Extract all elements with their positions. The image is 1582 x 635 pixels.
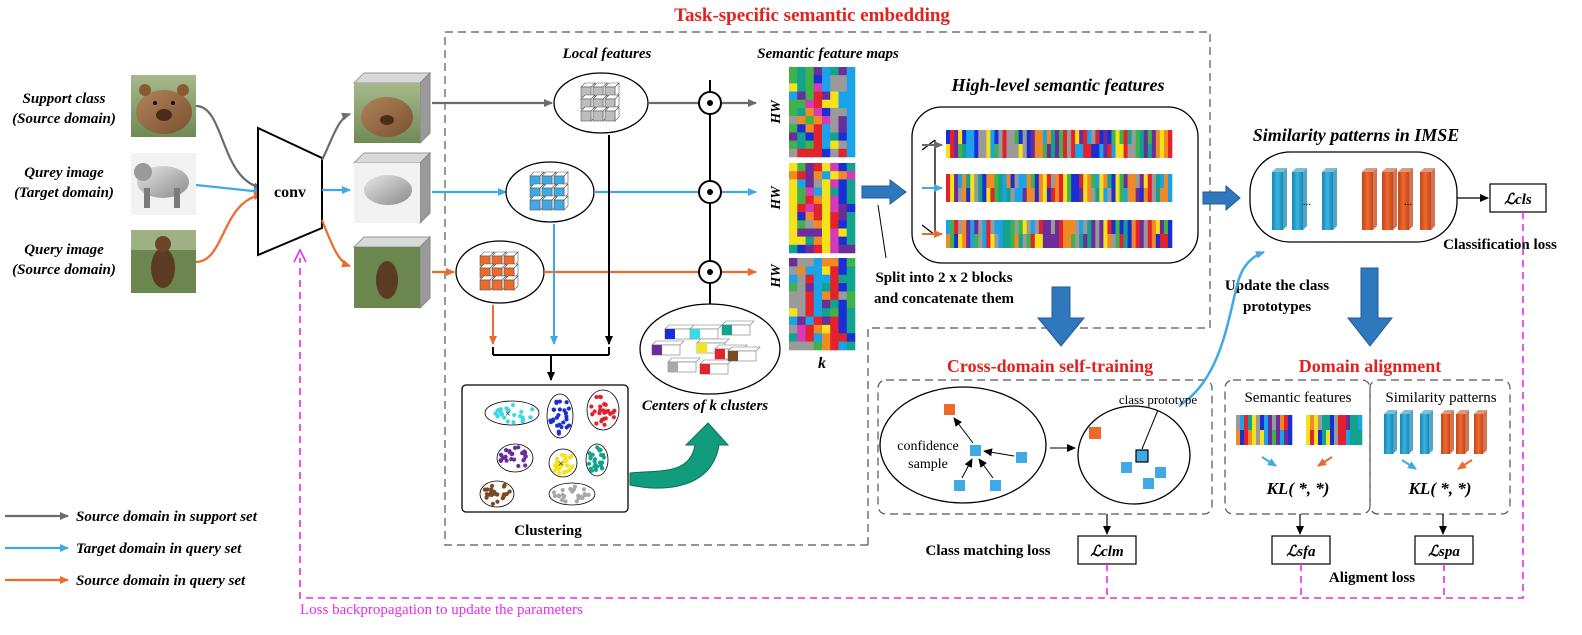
- semantic-maps-title: Semantic feature maps: [757, 46, 899, 62]
- alignment-frames: [1224, 379, 1511, 515]
- svg-text:Support class: Support class: [23, 91, 106, 107]
- teal-curved-arrow: [629, 422, 730, 489]
- clustering-box: ××: [461, 384, 629, 513]
- split-pointer-line: [877, 204, 887, 259]
- high-level-box: [911, 106, 1199, 264]
- self-training-frame: [867, 327, 1213, 545]
- legend-item-source-query: Source domain in query set: [5, 573, 246, 589]
- conv-block: conv: [257, 126, 323, 257]
- centers-label: Centers of k clusters: [642, 398, 768, 414]
- query-target-image: [131, 153, 196, 215]
- conv-label: conv: [274, 184, 306, 201]
- legend-item-target: Target domain in query set: [5, 541, 242, 557]
- embedding-frame: [444, 31, 1211, 546]
- main-title: Task-specific semantic embedding: [674, 5, 950, 26]
- similarity-title: Similarity patterns in IMSE: [1253, 125, 1460, 145]
- operator-column: [698, 80, 722, 304]
- class-prototype-label: class prototype: [1119, 392, 1198, 407]
- loss-spa-box: ℒspa: [1414, 535, 1474, 565]
- svg-text:Source domain in support set: Source domain in support set: [76, 509, 258, 525]
- classification-loss-label: Classification loss: [1443, 237, 1557, 253]
- svg-text:×: ×: [505, 409, 511, 420]
- loss-clm-box: ℒclm: [1077, 535, 1137, 565]
- support-bear-image: [131, 75, 196, 137]
- svg-text:prototypes: prototypes: [1243, 299, 1311, 315]
- clustering-label: Clustering: [514, 523, 582, 539]
- svg-text:sample: sample: [908, 457, 948, 472]
- svg-text:Query image: Query image: [24, 242, 104, 258]
- confidence-label: confidence sample: [897, 439, 958, 472]
- input-label-query-source: Query image (Source domain): [12, 242, 116, 278]
- class-matching-loss-label: Class matching loss: [925, 543, 1050, 559]
- svg-text:ℒcls: ℒcls: [1504, 192, 1532, 208]
- backprop-label: Loss backpropagation to update the param…: [300, 602, 583, 618]
- kl-similarity: KL( *, *): [1408, 479, 1472, 498]
- svg-text:Qurey image: Qurey image: [24, 165, 104, 181]
- block-arrow-to-high-level: [861, 179, 907, 205]
- svg-text:and concatenate them: and concatenate them: [874, 291, 1014, 307]
- alignment-semantic-strips: [1236, 415, 1363, 445]
- backprop-path: [293, 212, 1524, 599]
- local-feature-query-source: [455, 240, 545, 304]
- similarity-box: ... ...: [1249, 151, 1458, 243]
- legend: Source domain in support set Target doma…: [5, 509, 258, 589]
- support-feature-cube: [352, 71, 432, 145]
- svg-text:Target domain in query set: Target domain in query set: [76, 541, 242, 557]
- svg-text:(Source domain): (Source domain): [12, 111, 116, 127]
- local-to-clustering-arrows: [489, 135, 613, 381]
- local-feature-query-target: [505, 161, 595, 223]
- hw-label-1: HW: [769, 99, 784, 125]
- cross-domain-title: Cross-domain self-training: [947, 356, 1153, 376]
- semantic-features-label: Semantic features: [1244, 390, 1351, 406]
- svg-text:ℒclm: ℒclm: [1090, 544, 1123, 560]
- svg-text:Update the class: Update the class: [1225, 278, 1329, 294]
- prototype-ellipse: [1077, 405, 1191, 505]
- similarity-patterns-label: Similarity patterns: [1385, 390, 1496, 406]
- semantic-feature-maps: HW HW HW k: [769, 67, 856, 372]
- svg-text:ℒsfa: ℒsfa: [1286, 544, 1316, 560]
- query-source-image: [131, 230, 196, 293]
- down-arrow-alignment: [1346, 267, 1394, 347]
- input-label-support: Support class (Source domain): [12, 91, 116, 127]
- cube-to-local-arrows: [432, 99, 553, 276]
- query-source-feature-cube: [352, 235, 432, 310]
- svg-text:Source domain in query set: Source domain in query set: [76, 573, 246, 589]
- down-arrow-self-training: [1036, 286, 1086, 347]
- update-prototypes-label: Update the class prototypes: [1225, 278, 1329, 315]
- local-feature-support: [553, 72, 649, 134]
- svg-text:ℒspa: ℒspa: [1428, 544, 1460, 560]
- loss-cls-box: ℒcls: [1489, 183, 1547, 213]
- input-to-conv-arrows: [195, 104, 263, 264]
- high-level-title: High-level semantic features: [951, 75, 1165, 95]
- k-label: k: [818, 355, 826, 372]
- input-label-query-target: Qurey image (Target domain): [14, 165, 114, 201]
- hw-label-2: HW: [769, 185, 784, 211]
- svg-text:×: ×: [558, 459, 564, 470]
- block-arrow-to-similarity: [1202, 184, 1241, 212]
- alignment-loss-label: Aligment loss: [1329, 570, 1415, 586]
- alignment-similarity-cylinders: [1384, 410, 1487, 454]
- svg-text:(Source domain): (Source domain): [12, 262, 116, 278]
- domain-alignment-title: Domain alignment: [1299, 356, 1442, 376]
- svg-text:Split into 2 x 2 blocks: Split into 2 x 2 blocks: [875, 270, 1012, 286]
- confidence-ellipse: [879, 386, 1047, 504]
- update-prototypes-arrow: [1179, 250, 1265, 407]
- hw-label-3: HW: [769, 263, 784, 289]
- similarity-dots-2: ...: [1404, 196, 1413, 208]
- svg-text:(Target domain): (Target domain): [14, 185, 114, 201]
- kl-semantic: KL( *, *): [1266, 479, 1330, 498]
- query-target-feature-cube: [352, 151, 432, 225]
- loss-sfa-box: ℒsfa: [1271, 535, 1331, 565]
- split-label: Split into 2 x 2 blocks and concatenate …: [874, 270, 1014, 307]
- conv-to-cube-arrows: [320, 112, 351, 268]
- cluster-centers: [639, 303, 781, 395]
- alignment-small-arrows: [1261, 456, 1473, 470]
- svg-text:confidence: confidence: [897, 439, 958, 454]
- similarity-dots-1: ...: [1303, 196, 1312, 208]
- legend-item-support: Source domain in support set: [5, 509, 258, 525]
- local-features-title: Local features: [562, 46, 652, 62]
